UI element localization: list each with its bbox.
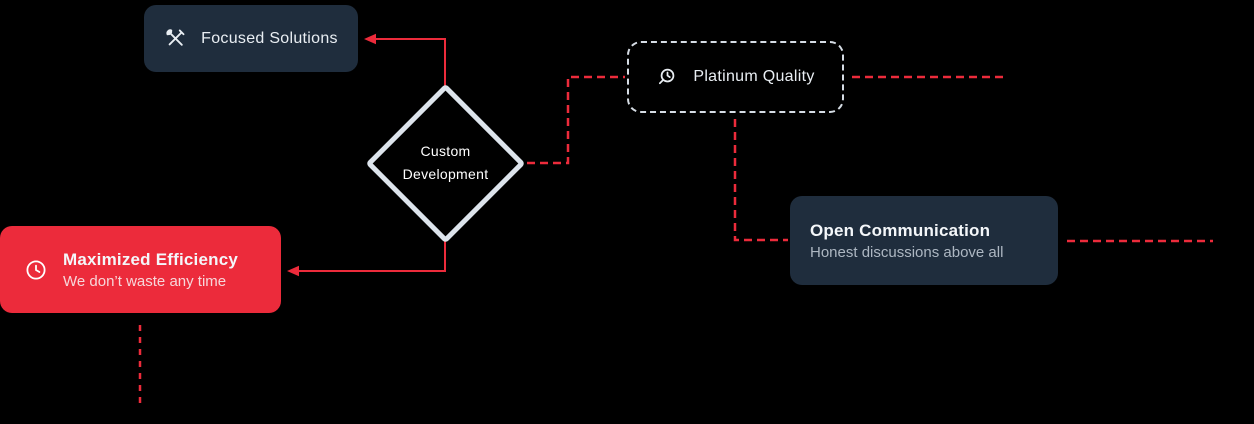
clock-icon [24,258,48,282]
node-label-custom-development: Custom Development [385,140,506,186]
node-label-focused-solutions: Focused Solutions [201,29,338,47]
node-open-communication[interactable]: Open Communication Honest discussions ab… [790,196,1058,285]
node-title-open-communication: Open Communication [810,220,991,240]
arrowhead-maximized [287,265,299,277]
magnifier-clock-icon [656,66,679,89]
node-maximized-efficiency[interactable]: Maximized Efficiency We don’t waste any … [0,226,281,313]
node-focused-solutions[interactable]: Focused Solutions [144,5,358,72]
node-subtitle-maximized-efficiency: We don’t waste any time [63,272,227,290]
node-platinum-quality[interactable]: Platinum Quality [627,41,844,113]
connector-platinum-to-open [733,119,788,242]
diamond-label-line2: Development [402,166,489,182]
node-subtitle-open-communication: Honest discussions above all [810,243,1004,261]
node-label-platinum-quality: Platinum Quality [693,68,815,85]
connector-custom-to-focused [368,38,446,88]
connector-custom-to-maximized [291,240,446,272]
diamond-label-line1: Custom [420,143,471,159]
node-title-maximized-efficiency: Maximized Efficiency [63,249,239,269]
connector-custom-to-platinum [527,75,625,165]
tools-icon [164,27,187,50]
arrowhead-focused [364,33,376,45]
